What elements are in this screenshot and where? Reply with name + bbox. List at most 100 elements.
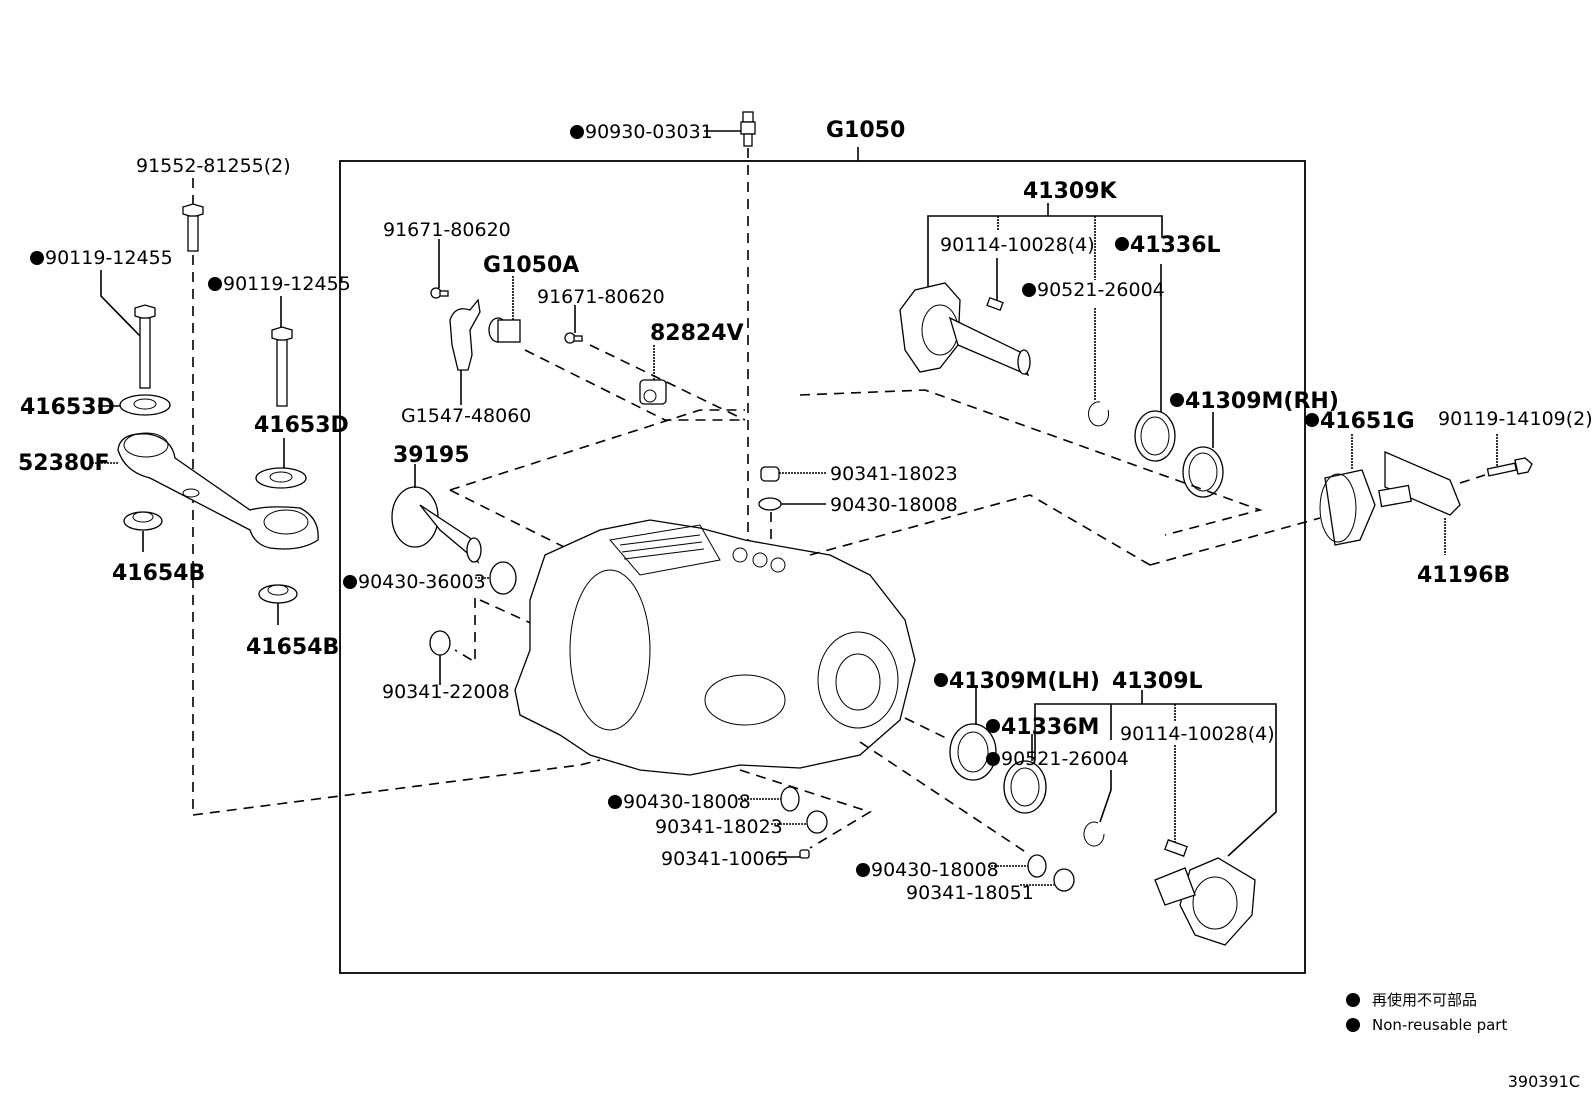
part-number-label[interactable]: 41654B — [246, 635, 339, 660]
plug-90341-18023-bottom — [806, 810, 828, 834]
part-number-label[interactable]: 90521-26004 — [1037, 279, 1165, 301]
part-number-label[interactable]: 41196B — [1417, 563, 1510, 588]
oil-seal-41336M — [1003, 760, 1047, 814]
part-number-label[interactable]: 90341-22008 — [382, 681, 510, 703]
dashed-leader — [799, 389, 1263, 536]
nonreusable-dot-icon — [570, 125, 584, 139]
part-number-label[interactable]: 41654B — [112, 561, 205, 586]
nonreusable-dot-icon — [1022, 283, 1036, 297]
nonreusable-dot-icon — [986, 719, 1000, 733]
part-number-label[interactable]: 90114-10028(4) — [940, 234, 1095, 256]
leader-line — [1099, 770, 1112, 823]
part-number-label[interactable]: 41309M(LH) — [949, 669, 1100, 694]
legend-text-jp: 再使用不可部品 — [1372, 991, 1478, 1009]
nonreusable-dot-icon — [208, 277, 222, 291]
assembly-label[interactable]: G1050 — [826, 118, 905, 143]
part-number-label[interactable]: 91671-80620 — [383, 219, 511, 241]
part-number-label[interactable]: 39195 — [393, 443, 470, 468]
bolt-91671-80620-a — [430, 287, 449, 299]
nonreusable-dot-icon — [608, 795, 622, 809]
gasket-90430-18008-bottom-b — [1027, 854, 1047, 878]
part-number-label[interactable]: G1050A — [483, 253, 579, 278]
part-number-label[interactable]: 90430-18008 — [830, 494, 958, 516]
oil-seal-41309M-LH — [949, 723, 997, 781]
washer-41653D-right — [255, 467, 307, 489]
assembly-frame — [339, 160, 1306, 974]
snap-ring-90521-26004-top — [1088, 401, 1109, 427]
part-number-label[interactable]: 90430-36003 — [358, 571, 486, 593]
bolt-90119-12455-left — [134, 304, 156, 389]
part-number-label[interactable]: G1547-48060 — [401, 405, 531, 427]
bushing-41654B-right — [258, 584, 298, 604]
bracket-line — [927, 215, 1163, 302]
legend-item-en: Non-reusable part — [1346, 1012, 1507, 1037]
part-number-label[interactable]: 41309M(RH) — [1185, 389, 1339, 414]
part-number-label[interactable]: 41336L — [1130, 233, 1221, 258]
part-number-label[interactable]: 90430-18008 — [871, 859, 999, 881]
part-number-label[interactable]: 90930-03031 — [585, 121, 713, 143]
bolt-90119-14109 — [1486, 457, 1533, 477]
nonreusable-dot-icon — [986, 752, 1000, 766]
dashed-leader — [524, 349, 745, 421]
part-number-label[interactable]: 90119-14109(2) — [1438, 408, 1592, 430]
part-number-label[interactable]: 41653D — [20, 395, 115, 420]
bracket-G1547-48060 — [449, 298, 481, 371]
part-labels: 91552-81255(2) 90119-12455 90119-12455 4165… — [18, 121, 1592, 904]
part-number-label[interactable]: 52380F — [18, 451, 110, 476]
part-number-label[interactable]: 41653D — [254, 413, 349, 438]
plug-90341-18023-top — [760, 466, 780, 482]
bracket-41196B — [1378, 451, 1461, 516]
dashed-leader — [454, 598, 476, 664]
part-number-label[interactable]: 90521-26004 — [1001, 748, 1129, 770]
illustration-code: 390391C — [1507, 1072, 1580, 1091]
part-number-label[interactable]: 41336M — [1001, 715, 1099, 740]
mount-41651G — [1319, 469, 1376, 546]
bolt-91671-80620-b — [564, 332, 583, 344]
sensor-G1050A — [488, 317, 521, 343]
legend-text-en: Non-reusable part — [1372, 1015, 1508, 1034]
sensor-82824V — [639, 379, 667, 405]
part-number-label[interactable]: 82824V — [650, 321, 744, 346]
gasket-90430-18008-bottom-a — [780, 786, 800, 812]
nonreusable-dot-icon — [1346, 1017, 1360, 1032]
plug-90341-22008 — [429, 630, 451, 656]
part-number-label[interactable]: 90430-18008 — [623, 791, 751, 813]
transaxle-case — [514, 519, 916, 776]
breather-plug-90930-03031 — [740, 111, 756, 147]
leader-line — [100, 270, 141, 337]
part-number-label[interactable]: 41651G — [1320, 409, 1415, 434]
dashed-leader — [449, 489, 591, 561]
flange-shaft-41309K — [899, 282, 1031, 377]
part-number-label[interactable]: 90119-12455 — [223, 273, 351, 295]
part-number-label[interactable]: 90114-10028(4) — [1120, 723, 1275, 745]
washer-41653D-left — [119, 394, 171, 416]
nonreusable-dot-icon — [1346, 992, 1360, 1007]
gasket-90430-18008-top — [758, 497, 782, 511]
part-number-label[interactable]: 91671-80620 — [537, 286, 665, 308]
snap-ring-90521-26004-bottom — [1083, 821, 1105, 847]
oil-seal-41309M-RH — [1182, 446, 1224, 498]
part-number-label[interactable]: 91552-81255(2) — [136, 155, 291, 177]
nonreusable-dot-icon — [343, 575, 357, 589]
dashed-leader — [739, 769, 872, 849]
dashed-leader — [809, 494, 1151, 566]
part-number-label[interactable]: 90119-12455 — [45, 247, 173, 269]
part-number-label[interactable]: 41309L — [1112, 669, 1203, 694]
legend-item-jp: 再使用不可部品 — [1346, 987, 1507, 1012]
torque-rod-52380F — [117, 432, 319, 550]
part-number-label[interactable]: 90341-18023 — [655, 816, 783, 838]
nonreusable-dot-icon — [934, 673, 948, 687]
bolt-90114-10028-bottom — [1164, 839, 1188, 857]
part-number-label[interactable]: 90341-10065 — [661, 848, 789, 870]
bracket-line — [1034, 703, 1277, 857]
dashed-leader — [859, 741, 1031, 856]
dashed-leader — [479, 599, 536, 626]
part-number-label[interactable]: 41309K — [1023, 179, 1118, 204]
oil-seal-41336L — [1134, 410, 1176, 462]
part-number-label[interactable]: 90341-18023 — [830, 463, 958, 485]
part-number-label[interactable]: 90341-18051 — [906, 882, 1034, 904]
nonreusable-dot-icon — [1115, 237, 1129, 251]
o-ring-90430-36003 — [489, 561, 517, 595]
dashed-leader — [449, 409, 745, 491]
